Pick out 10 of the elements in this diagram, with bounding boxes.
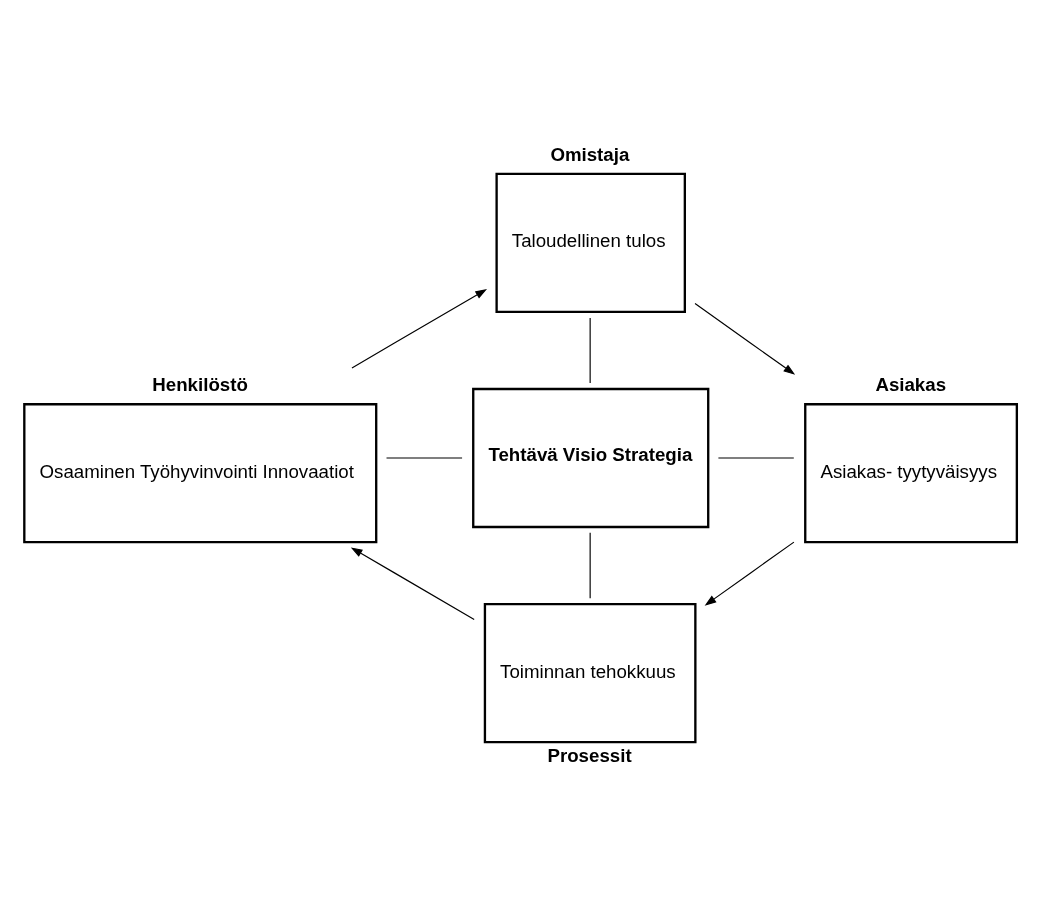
- node-label: Asiakas: [875, 373, 947, 395]
- node-label: Omistaja: [550, 143, 630, 165]
- arrow: [704, 541, 795, 606]
- connector: [589, 531, 591, 599]
- arrow: [350, 546, 475, 620]
- arrow: [351, 288, 488, 368]
- arrow: [694, 302, 796, 375]
- node-label: Henkilöstö: [152, 373, 248, 395]
- connector: [589, 316, 591, 383]
- node-label: Prosessit: [547, 744, 632, 766]
